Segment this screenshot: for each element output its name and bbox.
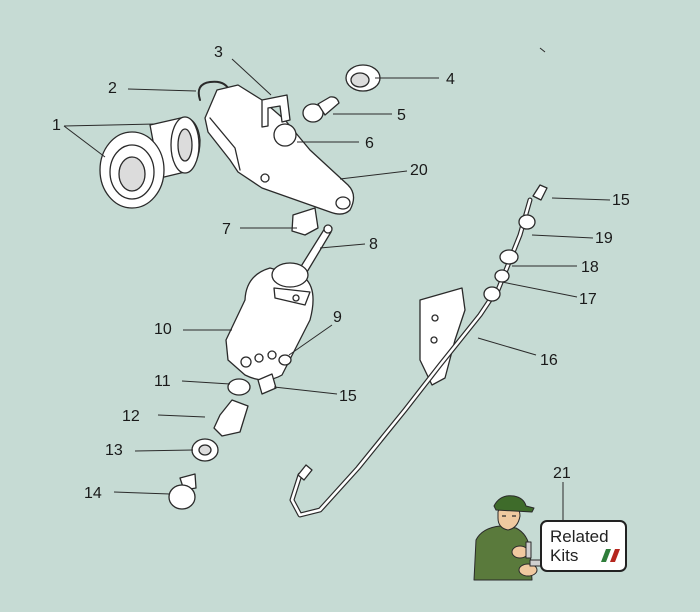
slave-cylinder-part[interactable] <box>225 262 314 381</box>
callout-15-top[interactable]: 15 <box>612 192 630 209</box>
callout-5[interactable]: 5 <box>397 107 406 124</box>
seal-part[interactable] <box>278 354 292 366</box>
fitting-18-part[interactable] <box>499 249 519 265</box>
callout-6[interactable]: 6 <box>365 135 374 152</box>
callout-1[interactable]: 1 <box>52 117 61 134</box>
callout-17[interactable]: 17 <box>579 291 597 308</box>
clevis-part[interactable] <box>291 207 319 236</box>
callout-18[interactable]: 18 <box>581 259 599 276</box>
kits-stripes-icon <box>601 549 620 562</box>
mechanic-illustration <box>473 495 543 581</box>
release-bearing-part[interactable] <box>99 116 201 209</box>
callout-11[interactable]: 11 <box>154 373 171 390</box>
mounting-bracket-part[interactable] <box>419 287 466 386</box>
callout-16[interactable]: 16 <box>540 352 558 369</box>
banjo-union-part[interactable] <box>213 399 249 437</box>
banjo-bolt-part[interactable] <box>168 473 197 510</box>
clutch-fork-part[interactable] <box>204 84 355 215</box>
callout-3[interactable]: 3 <box>214 44 223 61</box>
spring-clip-part[interactable] <box>197 80 231 101</box>
callout-14[interactable]: 14 <box>84 485 102 502</box>
callout-2[interactable]: 2 <box>108 80 117 97</box>
sealing-washer-part[interactable] <box>191 438 219 462</box>
callout-13[interactable]: 13 <box>105 442 123 459</box>
callout-7[interactable]: 7 <box>222 221 231 238</box>
callout-8[interactable]: 8 <box>369 236 378 253</box>
related-kits-button[interactable]: Related Kits <box>472 490 632 581</box>
pipe-nut-part[interactable] <box>532 184 548 201</box>
related-kits-line1: Related <box>550 527 609 546</box>
callout-12[interactable]: 12 <box>122 408 140 425</box>
callout-15-bottom[interactable]: 15 <box>339 388 357 405</box>
callout-4[interactable]: 4 <box>446 71 455 88</box>
callout-9[interactable]: 9 <box>333 309 342 326</box>
pivot-pin-part[interactable] <box>302 96 340 123</box>
pivot-ball-part[interactable] <box>273 123 297 147</box>
callout-21[interactable]: 21 <box>553 465 571 482</box>
callout-19[interactable]: 19 <box>595 230 613 247</box>
related-kits-line2: Kits <box>550 546 579 565</box>
callout-20[interactable]: 20 <box>410 162 428 179</box>
washer-part[interactable] <box>227 378 251 396</box>
fitting-19-part[interactable] <box>518 214 536 230</box>
callout-10[interactable]: 10 <box>154 321 172 338</box>
rubber-boot-part[interactable] <box>345 64 381 92</box>
related-kits-badge: Related Kits <box>540 520 627 572</box>
fitting-17-part[interactable] <box>483 286 501 302</box>
bleed-nipple-part[interactable] <box>257 373 277 395</box>
retainer-clip-part[interactable] <box>261 94 291 128</box>
